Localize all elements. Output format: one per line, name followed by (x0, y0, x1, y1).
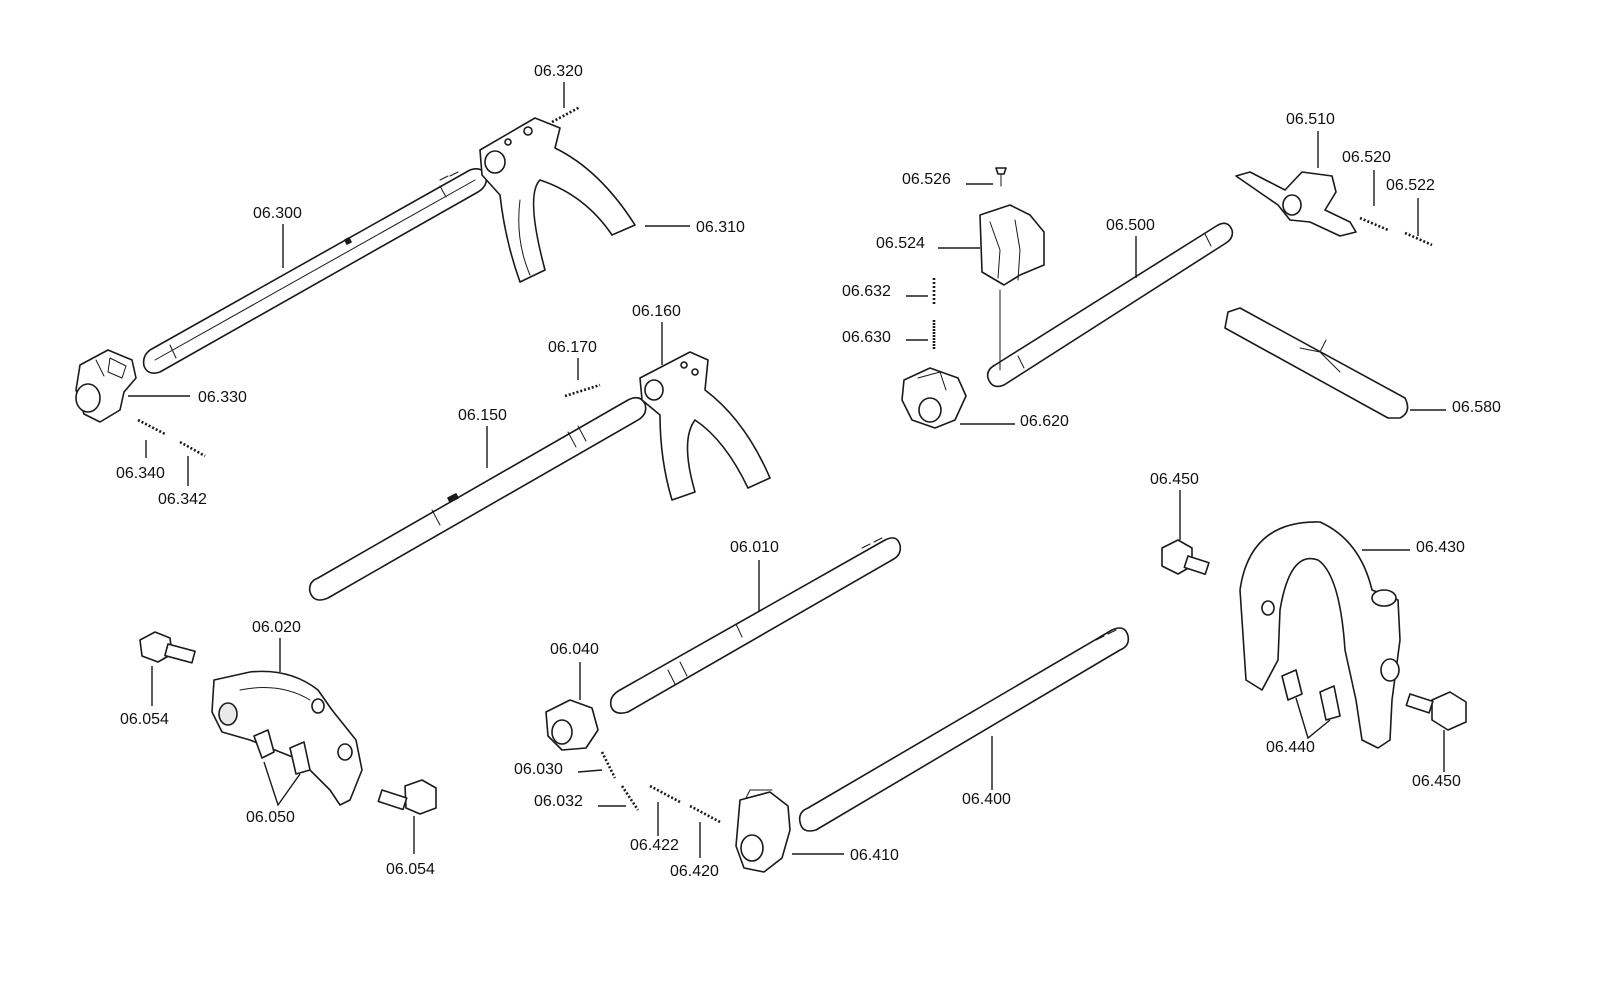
shift-block-06-410 (735, 789, 791, 873)
callout-06-160: 06.160 (632, 303, 681, 320)
callout-06-040: 06.040 (550, 641, 599, 658)
callout-06-520: 06.520 (1342, 149, 1391, 166)
callout-06-524: 06.524 (876, 235, 925, 252)
shift-rod-06-500 (986, 222, 1234, 388)
pin-06-522 (1404, 231, 1433, 247)
callout-06-342: 06.342 (158, 491, 207, 508)
shift-fork-06-310 (479, 117, 636, 283)
callout-06-330: 06.330 (198, 389, 247, 406)
flat-bar-06-580 (1224, 307, 1409, 419)
callout-06-580: 06.580 (1452, 399, 1501, 416)
callout-06-422: 06.422 (630, 837, 679, 854)
callout-06-020: 06.020 (252, 619, 301, 636)
bracket-06-524 (979, 204, 1045, 371)
shift-fork-06-430 (1239, 521, 1401, 749)
spring-pin-06-170 (564, 383, 601, 398)
callout-06-620: 06.620 (1020, 413, 1069, 430)
bolt-06-450-bottom (1405, 691, 1467, 731)
callout-06-440: 06.440 (1266, 739, 1315, 756)
callout-06-054-right: 06.054 (386, 861, 435, 878)
callout-06-510: 06.510 (1286, 111, 1335, 128)
shift-block-06-330 (75, 349, 137, 423)
bolt-06-450-top (1161, 539, 1210, 576)
callout-06-310: 06.310 (696, 219, 745, 236)
shift-rod-06-400 (798, 627, 1130, 832)
callout-06-340: 06.340 (116, 465, 165, 482)
callout-06-450-top: 06.450 (1150, 471, 1199, 488)
spring-06-340 (137, 418, 166, 436)
spring-06-520 (1359, 216, 1389, 232)
callout-06-320: 06.320 (534, 63, 583, 80)
callout-06-170: 06.170 (548, 339, 597, 356)
callout-06-150: 06.150 (458, 407, 507, 424)
callout-06-522: 06.522 (1386, 177, 1435, 194)
callout-06-500: 06.500 (1106, 217, 1155, 234)
callout-06-430: 06.430 (1416, 539, 1465, 556)
spring-pin-06-320 (551, 105, 581, 124)
leader-lines (128, 82, 1446, 858)
callout-06-450-bottom: 06.450 (1412, 773, 1461, 790)
callout-06-300: 06.300 (253, 205, 302, 222)
callout-06-400: 06.400 (962, 791, 1011, 808)
pin-06-422 (649, 784, 681, 804)
callout-06-410: 06.410 (850, 847, 899, 864)
callout-06-632: 06.632 (842, 283, 891, 300)
shift-fork-06-160 (639, 351, 771, 501)
screw-06-526 (995, 167, 1007, 187)
shift-fork-06-510 (1235, 171, 1357, 237)
callout-06-630: 06.630 (842, 329, 891, 346)
pin-06-032 (620, 785, 640, 811)
shift-rod-06-010 (609, 537, 902, 714)
shift-rod-06-300 (142, 168, 488, 374)
block-06-040 (545, 699, 599, 751)
callout-06-054-left: 06.054 (120, 711, 169, 728)
slide-shoes-06-440 (1281, 669, 1341, 721)
bolt-06-054-left (139, 631, 196, 664)
shift-block-06-620 (901, 367, 967, 429)
callout-06-032: 06.032 (534, 793, 583, 810)
callout-06-030: 06.030 (514, 761, 563, 778)
spring-06-030 (600, 751, 617, 779)
callout-06-010: 06.010 (730, 539, 779, 556)
callout-06-420: 06.420 (670, 863, 719, 880)
spring-06-342 (179, 440, 206, 458)
slide-shoes-06-050 (253, 729, 311, 775)
callout-06-050: 06.050 (246, 809, 295, 826)
shift-fork-06-020 (211, 670, 363, 806)
callout-06-526: 06.526 (902, 171, 951, 188)
spring-06-420 (689, 804, 721, 824)
bolt-06-054-right (377, 779, 437, 815)
shift-rod-06-150 (308, 396, 647, 601)
